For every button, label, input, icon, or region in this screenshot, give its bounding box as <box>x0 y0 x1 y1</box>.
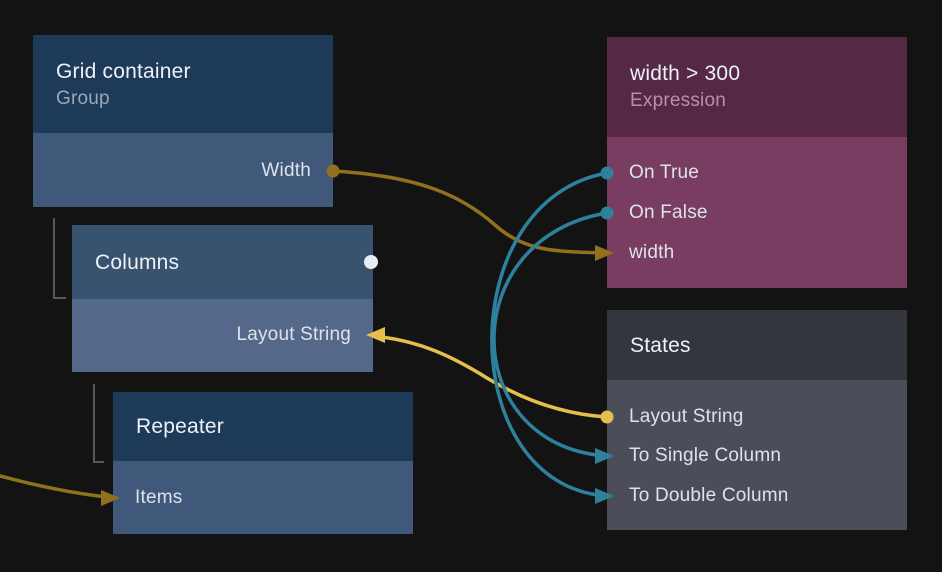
port-states-to-double-column[interactable]: To Double Column <box>629 485 789 506</box>
columns-body <box>72 299 373 372</box>
wire-offscreen-to-items[interactable] <box>0 474 109 499</box>
wire-on-false-to-single-column[interactable] <box>492 211 609 457</box>
selection-dot[interactable] <box>364 255 378 269</box>
expression-subtitle: Expression <box>630 90 726 111</box>
wire-width-to-width[interactable] <box>331 169 602 255</box>
states-body <box>607 380 907 530</box>
wire-layout-string-to-columns[interactable] <box>380 335 609 419</box>
states-title: States <box>630 333 691 357</box>
repeater-header: Repeater <box>113 392 413 461</box>
port-grid-container-width[interactable]: Width <box>261 160 311 181</box>
columns-header: Columns <box>72 225 373 299</box>
port-expression-on-false[interactable]: On False <box>629 202 708 223</box>
wire-on-true-to-double-column[interactable] <box>490 171 609 497</box>
states-header: States <box>607 310 907 380</box>
port-expression-on-true[interactable]: On True <box>629 162 700 183</box>
grid-container-subtitle: Group <box>56 88 110 109</box>
repeater-title: Repeater <box>136 415 224 438</box>
grid-container-title: Grid container <box>56 60 191 83</box>
expression-title: width > 300 <box>630 62 741 85</box>
grid-container-body <box>33 133 333 207</box>
port-columns-layout-string[interactable]: Layout String <box>236 324 351 345</box>
tree-connector-grid-to-columns <box>53 218 66 299</box>
port-repeater-items[interactable]: Items <box>135 487 183 508</box>
port-states-to-single-column[interactable]: To Single Column <box>629 445 782 466</box>
port-states-layout-string[interactable]: Layout String <box>629 406 744 427</box>
port-expression-width[interactable]: width <box>629 242 675 263</box>
columns-title: Columns <box>95 250 180 274</box>
tree-connector-columns-to-repeater <box>93 384 104 463</box>
expression-body <box>607 137 907 288</box>
repeater-body <box>113 461 413 534</box>
